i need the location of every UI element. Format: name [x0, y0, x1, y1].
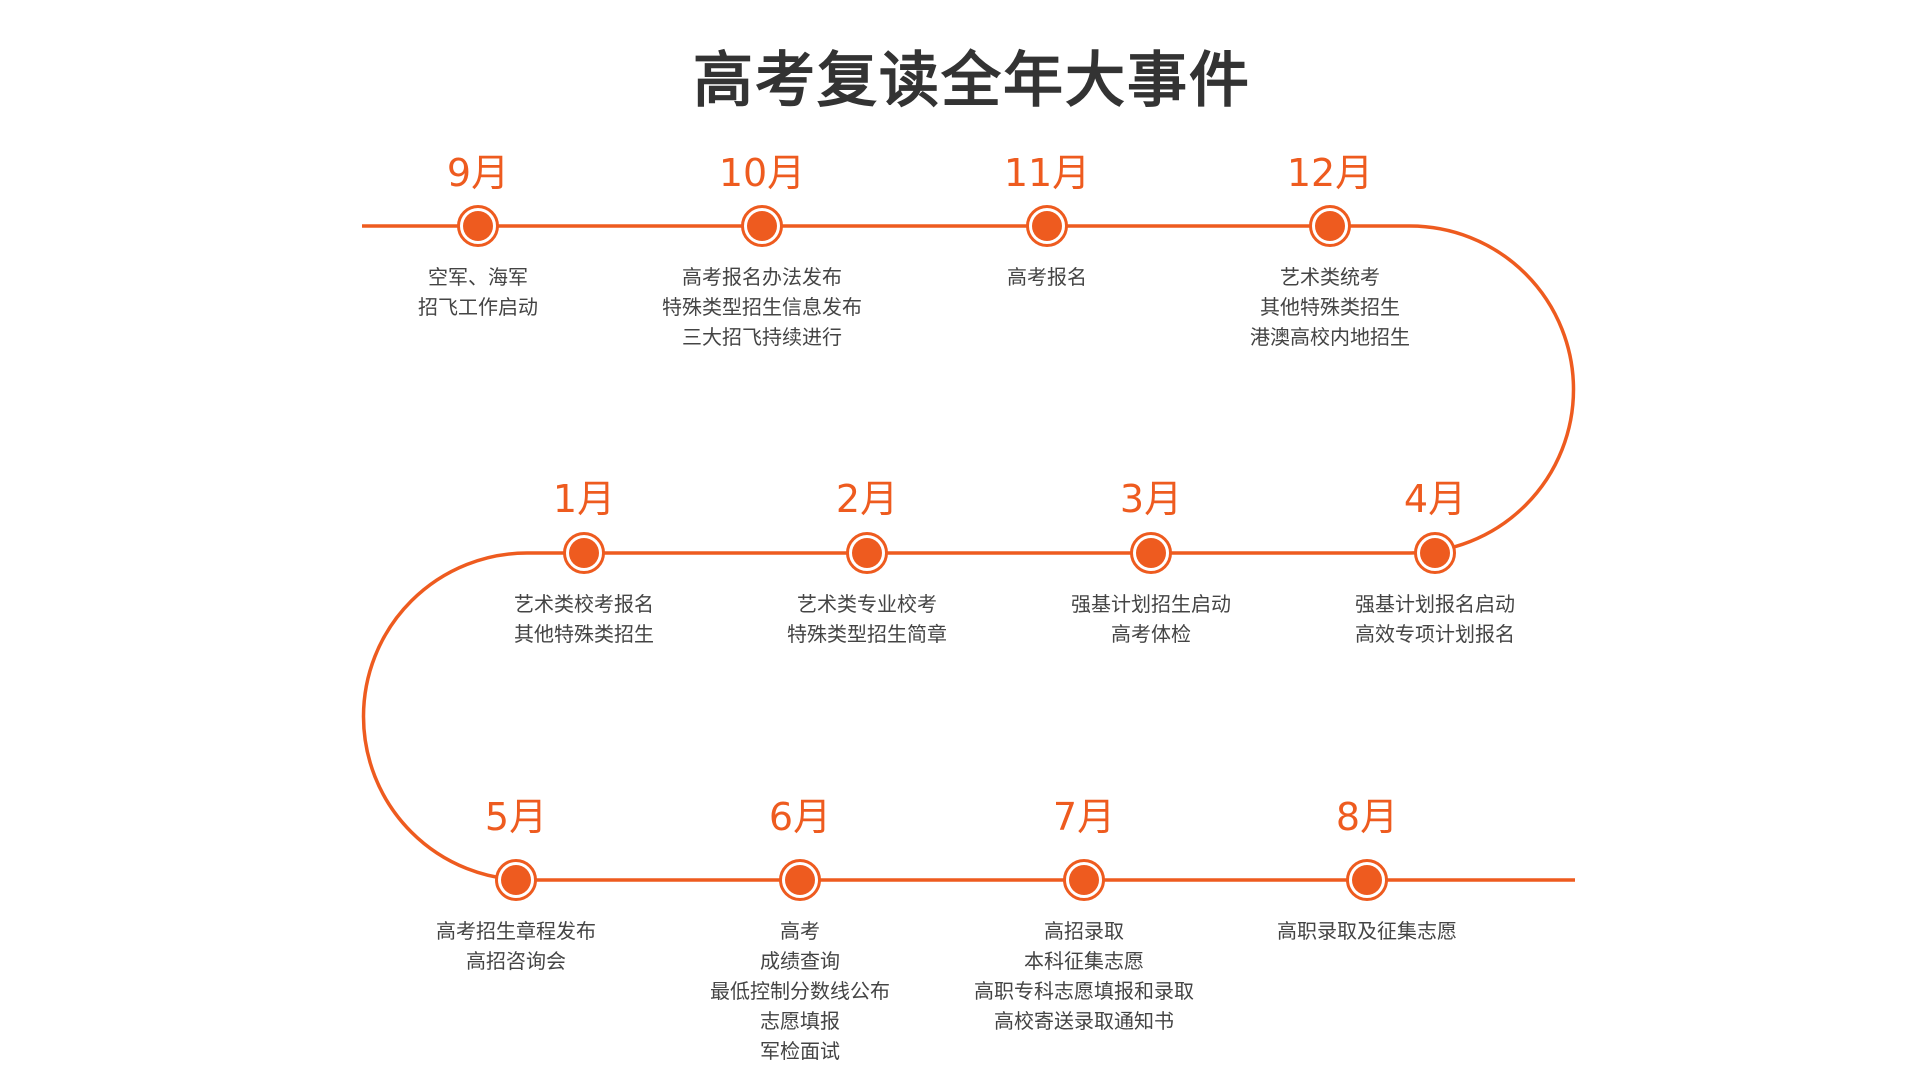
event-detail-line: 强基计划报名启动 — [1355, 592, 1515, 616]
event-detail-line: 空军、海军 — [428, 265, 528, 289]
event-month-label: 12月 — [1286, 151, 1374, 195]
event-detail-line: 特殊类型招生简章 — [787, 622, 947, 646]
event-month-label: 11月 — [1003, 151, 1091, 195]
timeline-path — [361, 224, 1576, 882]
timeline-node — [1130, 532, 1172, 574]
timeline-node-dot — [1032, 211, 1062, 241]
event-detail-line: 其他特殊类招生 — [514, 622, 654, 646]
timeline-node — [563, 532, 605, 574]
timeline-node-dot — [569, 538, 599, 568]
event-details: 高招录取 本科征集志愿 高职专科志愿填报和录取 高校寄送录取通知书 — [974, 916, 1194, 1036]
timeline-node — [1063, 859, 1105, 901]
event-month-label: 1月 — [552, 477, 616, 521]
event-details: 艺术类专业校考 特殊类型招生简章 — [787, 589, 947, 649]
event-detail-line: 高考报名办法发布 — [682, 265, 842, 289]
event-detail-line: 本科征集志愿 — [1024, 949, 1144, 973]
event-details: 强基计划招生启动 高考体检 — [1071, 589, 1231, 649]
timeline-node — [1346, 859, 1388, 901]
timeline-node — [457, 205, 499, 247]
timeline-node — [779, 859, 821, 901]
event-month-label: 10月 — [718, 151, 806, 195]
timeline-node — [741, 205, 783, 247]
event-details: 高考报名办法发布 特殊类型招生信息发布 三大招飞持续进行 — [662, 262, 862, 352]
event-month-label: 9月 — [446, 151, 510, 195]
event-month-label: 4月 — [1403, 477, 1467, 521]
timeline-node-dot — [852, 538, 882, 568]
event-details: 高考报名 — [1007, 262, 1087, 292]
event-detail-line: 其他特殊类招生 — [1260, 295, 1400, 319]
event-detail-line: 高校寄送录取通知书 — [994, 1009, 1174, 1033]
page-title: 高考复读全年大事件 — [693, 46, 1251, 117]
event-month-label: 6月 — [768, 795, 832, 839]
event-detail-line: 港澳高校内地招生 — [1250, 325, 1410, 349]
event-detail-line: 强基计划招生启动 — [1071, 592, 1231, 616]
timeline-node — [1026, 205, 1068, 247]
timeline-node-dot — [1136, 538, 1166, 568]
event-month-label: 3月 — [1119, 477, 1183, 521]
timeline-node-dot — [785, 865, 815, 895]
event-detail-line: 高效专项计划报名 — [1355, 622, 1515, 646]
event-month-label: 5月 — [484, 795, 548, 839]
event-detail-line: 高考招生章程发布 — [436, 919, 596, 943]
event-detail-line: 三大招飞持续进行 — [682, 325, 842, 349]
timeline-node-dot — [1420, 538, 1450, 568]
event-details: 高考 成绩查询 最低控制分数线公布 志愿填报 军检面试 — [710, 916, 890, 1066]
event-detail-line: 志愿填报 — [760, 1009, 840, 1033]
event-detail-line: 艺术类专业校考 — [797, 592, 937, 616]
event-detail-line: 高招录取 — [1044, 919, 1124, 943]
event-detail-line: 高招咨询会 — [466, 949, 566, 973]
event-detail-line: 最低控制分数线公布 — [710, 979, 890, 1003]
timeline-node-dot — [1069, 865, 1099, 895]
event-details: 高职录取及征集志愿 — [1277, 916, 1457, 946]
event-detail-line: 高考体检 — [1111, 622, 1191, 646]
timeline-node — [1414, 532, 1456, 574]
event-detail-line: 特殊类型招生信息发布 — [662, 295, 862, 319]
timeline-node — [495, 859, 537, 901]
timeline-node-dot — [463, 211, 493, 241]
timeline-node — [1309, 205, 1351, 247]
timeline-node — [846, 532, 888, 574]
event-detail-line: 军检面试 — [760, 1039, 840, 1063]
event-month-label: 7月 — [1052, 795, 1116, 839]
event-month-label: 2月 — [835, 477, 899, 521]
event-details: 强基计划报名启动 高效专项计划报名 — [1355, 589, 1515, 649]
event-detail-line: 艺术类校考报名 — [514, 592, 654, 616]
event-detail-line: 高考报名 — [1007, 265, 1087, 289]
event-detail-line: 高职专科志愿填报和录取 — [974, 979, 1194, 1003]
timeline-node-dot — [747, 211, 777, 241]
timeline-node-dot — [1315, 211, 1345, 241]
event-details: 艺术类校考报名 其他特殊类招生 — [514, 589, 654, 649]
timeline-node-dot — [501, 865, 531, 895]
event-detail-line: 高考 — [780, 919, 820, 943]
event-details: 艺术类统考 其他特殊类招生 港澳高校内地招生 — [1250, 262, 1410, 352]
event-month-label: 8月 — [1335, 795, 1399, 839]
event-details: 空军、海军 招飞工作启动 — [418, 262, 538, 322]
event-detail-line: 招飞工作启动 — [418, 295, 538, 319]
event-detail-line: 高职录取及征集志愿 — [1277, 919, 1457, 943]
event-detail-line: 艺术类统考 — [1280, 265, 1380, 289]
event-details: 高考招生章程发布 高招咨询会 — [436, 916, 596, 976]
event-detail-line: 成绩查询 — [760, 949, 840, 973]
timeline-node-dot — [1352, 865, 1382, 895]
